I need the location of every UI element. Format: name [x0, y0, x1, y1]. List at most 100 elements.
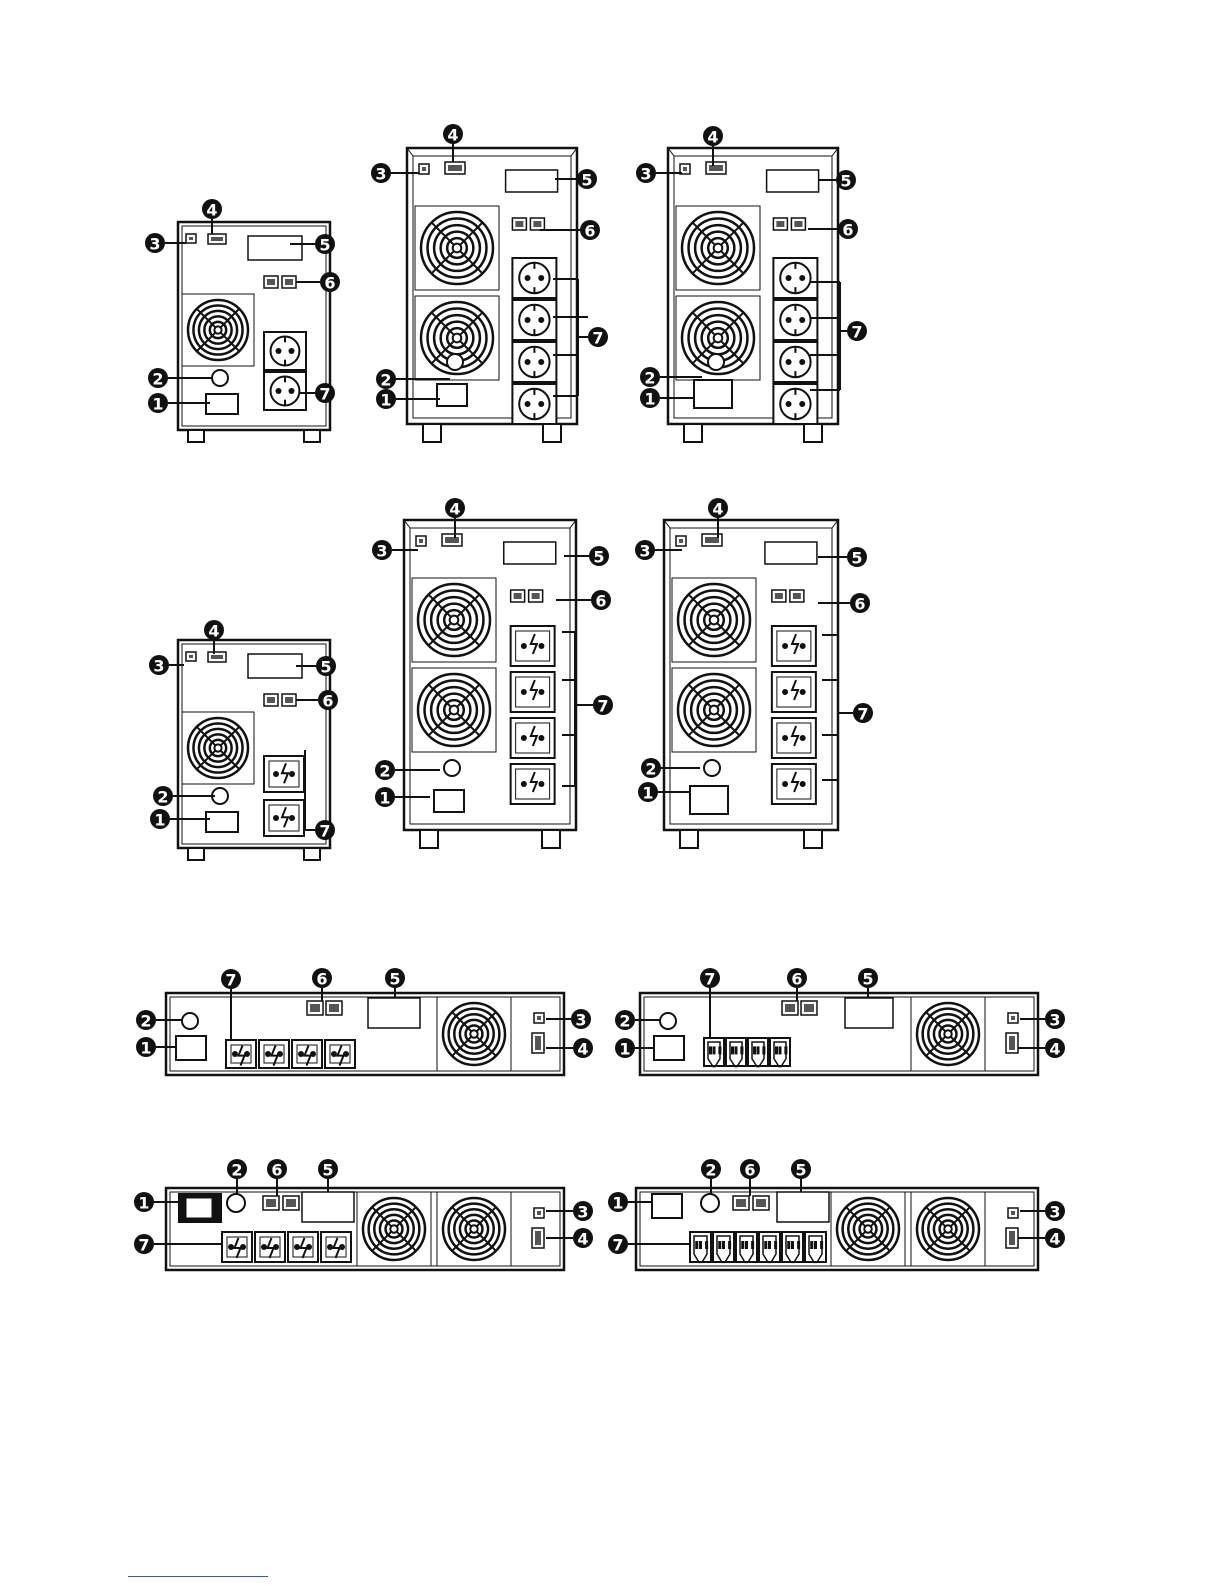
intelligent-slot: [248, 236, 302, 260]
rs232-port-icon: [1006, 1228, 1018, 1248]
outlet-universal-icon: [511, 718, 555, 758]
callout-label-5: 5: [589, 546, 609, 567]
rj45-port-icon: [282, 694, 296, 706]
svg-text:4: 4: [712, 500, 723, 519]
rack-unit: [166, 993, 564, 1075]
svg-text:1: 1: [152, 395, 163, 414]
outlet-schuko-icon: [773, 300, 817, 340]
svg-text:2: 2: [380, 371, 391, 390]
callout-label-4: 4: [1045, 1038, 1065, 1059]
svg-text:3: 3: [575, 1011, 586, 1030]
svg-text:4: 4: [449, 500, 460, 519]
svg-text:5: 5: [389, 970, 400, 989]
svg-text:4: 4: [577, 1230, 588, 1249]
rj45-port-icon: [753, 1196, 769, 1210]
rj45-port-icon: [283, 1196, 299, 1210]
svg-text:6: 6: [744, 1161, 755, 1180]
intelligent-slot: [248, 654, 302, 678]
callout-label-1: 1: [638, 782, 658, 803]
ac-inlet-icon: [690, 786, 728, 814]
svg-text:5: 5: [322, 1161, 333, 1180]
callout-label-2: 2: [153, 786, 173, 807]
callout-label-3: 3: [635, 540, 655, 561]
rj45-port-icon: [529, 590, 543, 602]
rj45-port-icon: [773, 218, 787, 230]
outlet-iec-icon: [713, 1232, 734, 1262]
intelligent-slot: [777, 1192, 829, 1222]
callout-label-3: 3: [145, 233, 165, 254]
circuit-breaker-icon: [660, 1013, 676, 1029]
callout-label-4: 4: [443, 124, 463, 145]
callout-label-6: 6: [312, 968, 332, 989]
callout-label-2: 2: [148, 368, 168, 389]
svg-text:4: 4: [1049, 1040, 1060, 1059]
outlet-universal-icon: [772, 718, 816, 758]
svg-text:1: 1: [644, 390, 655, 409]
usb-port-icon: [676, 536, 686, 546]
outlet-universal-icon: [292, 1040, 322, 1068]
svg-text:7: 7: [704, 970, 715, 989]
svg-text:3: 3: [1049, 1011, 1060, 1030]
svg-text:7: 7: [592, 329, 603, 348]
rj45-port-icon: [772, 590, 786, 602]
rj45-port-icon: [282, 276, 296, 288]
intelligent-slot: [765, 542, 817, 564]
ac-inlet-icon: [434, 790, 464, 812]
svg-text:1: 1: [642, 784, 653, 803]
svg-text:5: 5: [840, 172, 851, 191]
callout-label-1: 1: [148, 393, 168, 414]
rj45-port-icon: [733, 1196, 749, 1210]
callout-label-5: 5: [318, 1159, 338, 1180]
outlet-universal-icon: [255, 1232, 285, 1262]
svg-text:5: 5: [593, 548, 604, 567]
rj45-port-icon: [264, 694, 278, 706]
usb-port-icon: [1008, 1013, 1018, 1023]
callout-label-6: 6: [740, 1159, 760, 1180]
tower-small-unit: [178, 640, 330, 860]
callout-label-3: 3: [149, 655, 169, 676]
outlet-iec-icon: [690, 1232, 711, 1262]
callout-label-1: 1: [640, 388, 660, 409]
svg-text:2: 2: [231, 1161, 242, 1180]
svg-text:4: 4: [206, 201, 217, 220]
callout-label-2: 2: [376, 369, 396, 390]
svg-text:3: 3: [376, 542, 387, 561]
svg-text:6: 6: [584, 222, 595, 241]
outlet-iec-icon: [759, 1232, 780, 1262]
callout-label-7: 7: [221, 969, 241, 990]
rack-unit: [636, 1188, 1038, 1270]
outlet-schuko-icon: [264, 372, 306, 410]
svg-text:4: 4: [1049, 1230, 1060, 1249]
outlet-iec-icon: [805, 1232, 826, 1262]
svg-text:1: 1: [612, 1194, 623, 1213]
ac-inlet-icon: [206, 812, 238, 832]
rs232-port-icon: [532, 1033, 544, 1053]
outlet-universal-icon: [222, 1232, 252, 1262]
intelligent-slot: [504, 542, 556, 564]
callout-label-4: 4: [1045, 1228, 1065, 1249]
circuit-breaker-icon: [182, 1013, 198, 1029]
callout-label-4: 4: [708, 498, 728, 519]
svg-text:6: 6: [324, 274, 335, 293]
tower-small-unit: [178, 222, 330, 442]
svg-text:1: 1: [380, 391, 391, 410]
callout-label-1: 1: [608, 1192, 628, 1213]
callout-label-5: 5: [577, 169, 597, 190]
usb-port-icon: [1008, 1208, 1018, 1218]
usb-port-icon: [534, 1208, 544, 1218]
svg-text:3: 3: [375, 165, 386, 184]
outlet-universal-icon: [511, 626, 555, 666]
outlet-universal-icon: [511, 764, 555, 804]
svg-text:1: 1: [154, 811, 165, 830]
tower-large-unit: [404, 520, 576, 848]
rj45-port-icon: [263, 1196, 279, 1210]
svg-text:6: 6: [854, 595, 865, 614]
outlet-iec-icon: [782, 1232, 803, 1262]
rack-unit: [166, 1188, 564, 1270]
ac-inlet-icon: [437, 384, 467, 406]
rs232-port-icon: [442, 534, 462, 546]
callout-label-3: 3: [636, 163, 656, 184]
svg-text:6: 6: [595, 592, 606, 611]
svg-text:3: 3: [149, 235, 160, 254]
